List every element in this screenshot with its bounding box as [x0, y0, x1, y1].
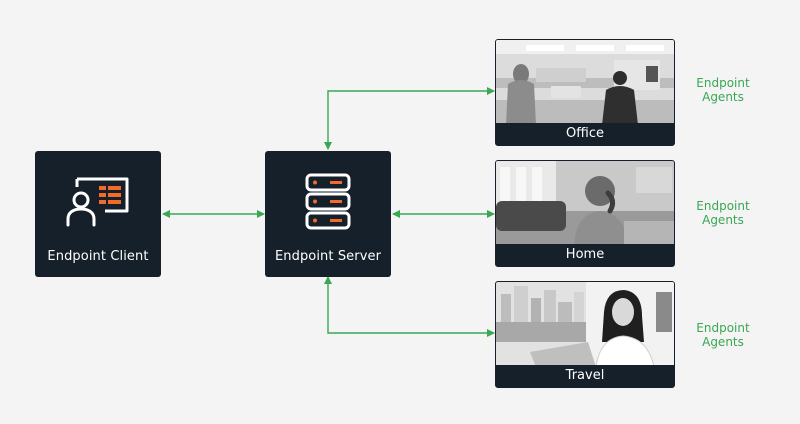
user-dashboard-icon	[66, 177, 129, 227]
travel-agents-label: Endpoint Agents	[688, 321, 758, 349]
office-caption: Office	[496, 123, 674, 145]
endpoint-server-label: Endpoint Server	[274, 249, 382, 264]
home-agents-line1: Endpoint	[696, 199, 750, 213]
endpoint-server-node: Endpoint Server	[265, 151, 391, 277]
home-agents-line2: Agents	[702, 213, 744, 227]
server-stack-icon	[305, 173, 351, 230]
home-agents-label: Endpoint Agents	[688, 199, 758, 227]
travel-caption: Travel	[496, 365, 674, 387]
home-caption: Home	[496, 244, 674, 266]
office-photo	[496, 40, 674, 125]
home-photo	[496, 161, 674, 246]
office-agents-line2: Agents	[702, 90, 744, 104]
travel-photo	[496, 282, 674, 367]
office-agents-label: Endpoint Agents	[688, 76, 758, 104]
travel-agents-line1: Endpoint	[696, 321, 750, 335]
office-card: Office	[495, 39, 675, 146]
endpoint-client-node: Endpoint Client	[35, 151, 161, 277]
travel-agents-line2: Agents	[702, 335, 744, 349]
server-office-connector	[324, 87, 495, 150]
home-card: Home	[495, 160, 675, 267]
server-travel-connector	[324, 276, 495, 337]
travel-card: Travel	[495, 281, 675, 388]
endpoint-client-label: Endpoint Client	[47, 249, 149, 264]
office-agents-line1: Endpoint	[696, 76, 750, 90]
